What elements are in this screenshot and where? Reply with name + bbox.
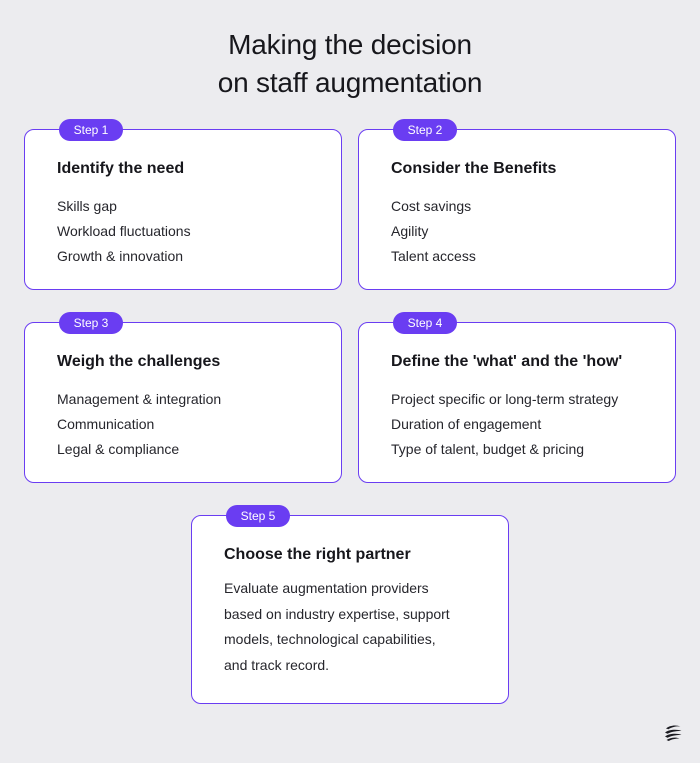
page-title-line-1: Making the decision — [228, 29, 472, 60]
list-item: Type of talent, budget & pricing — [391, 441, 585, 457]
list-item: Growth & innovation — [57, 248, 184, 264]
step-card-4: Step 4 Define the 'what' and the 'how' P… — [358, 312, 676, 483]
list-item: Communication — [57, 416, 155, 432]
step-heading-1: Identify the need — [57, 160, 185, 177]
step-card-5: Step 5 Choose the right partner Evaluate… — [191, 505, 509, 704]
list-item: Workload fluctuations — [57, 223, 191, 239]
step-heading-3: Weigh the challenges — [57, 353, 221, 370]
step-card-1: Step 1 Identify the need Skills gap Work… — [24, 119, 342, 290]
brand-logo-icon — [665, 725, 682, 741]
step-list-2: Cost savings Agility Talent access — [391, 194, 476, 269]
step-list-3: Management & integration Communication L… — [57, 387, 221, 462]
description-line: based on industry expertise, support — [224, 605, 450, 622]
list-item: Skills gap — [57, 198, 117, 214]
page-title-line-2: on staff augmentation — [217, 67, 483, 98]
page-title: Making the decision on staff augmentatio… — [0, 26, 700, 102]
list-item: Cost savings — [391, 198, 472, 214]
step-heading-4: Define the 'what' and the 'how' — [391, 353, 623, 370]
step-heading-5: Choose the right partner — [224, 546, 411, 563]
description-line: Evaluate augmentation providers — [224, 580, 429, 596]
step-badge-1: Step 1 — [59, 119, 123, 141]
step-card-2: Step 2 Consider the Benefits Cost saving… — [358, 119, 676, 290]
step-badge-5: Step 5 — [226, 505, 290, 527]
step-description-5: Evaluate augmentation providers based on… — [224, 576, 494, 678]
list-item: Agility — [391, 223, 429, 239]
description-line: models, technological capabilities, — [224, 631, 436, 647]
step-badge-4: Step 4 — [393, 312, 457, 334]
step-card-3: Step 3 Weigh the challenges Management &… — [24, 312, 342, 483]
step-list-4: Project specific or long-term strategy D… — [391, 387, 618, 462]
step-list-1: Skills gap Workload fluctuations Growth … — [57, 194, 191, 269]
list-item: Duration of engagement — [391, 416, 542, 432]
list-item: Management & integration — [57, 391, 222, 407]
list-item: Talent access — [391, 248, 476, 264]
step-badge-3: Step 3 — [59, 312, 123, 334]
step-heading-2: Consider the Benefits — [391, 160, 557, 177]
step-badge-2: Step 2 — [393, 119, 457, 141]
list-item: Legal & compliance — [57, 441, 180, 457]
description-line: and track record. — [224, 656, 330, 673]
list-item: Project specific or long-term strategy — [391, 391, 619, 407]
